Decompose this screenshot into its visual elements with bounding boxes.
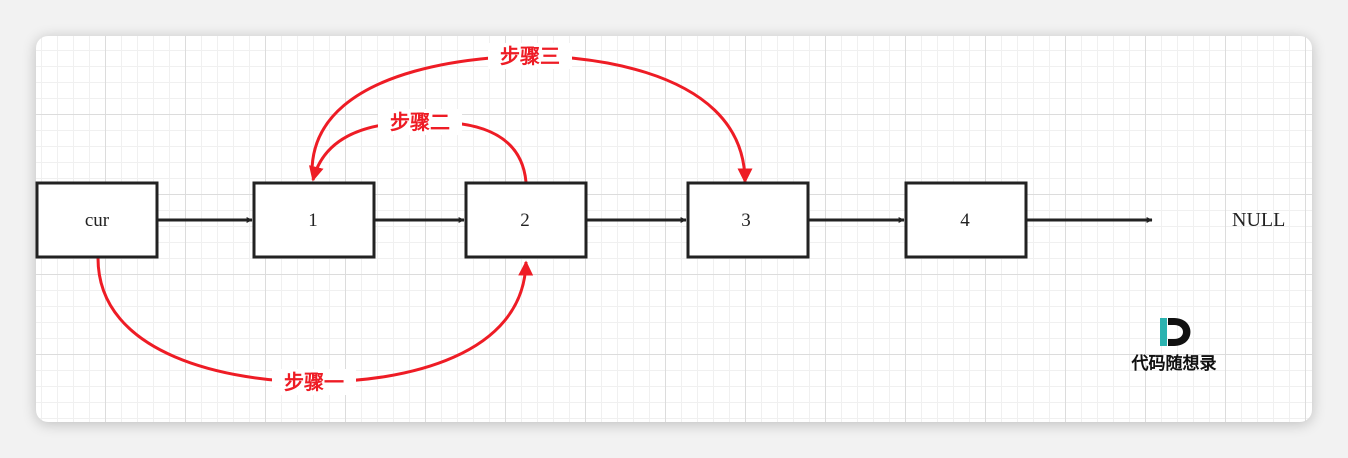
brand-d-icon	[1160, 318, 1191, 346]
step-three-label: 步骤三	[500, 44, 560, 68]
node-cur: cur	[35, 181, 159, 259]
node-4: 4	[904, 181, 1028, 259]
node-1: 1	[252, 181, 376, 259]
node-3: 3	[686, 181, 810, 259]
step-three-label-group: 步骤三	[488, 43, 572, 69]
node-1-label: 1	[308, 210, 318, 231]
null-label: NULL	[1232, 209, 1285, 231]
step-one-arrow	[96, 257, 534, 384]
brand-logo: 代码随想录	[1131, 318, 1217, 374]
step-two-label: 步骤二	[390, 110, 450, 134]
node-2-label: 2	[520, 210, 530, 231]
node-4-label: 4	[960, 210, 970, 231]
step-two-label-group: 步骤二	[378, 109, 462, 135]
node-3-label: 3	[741, 210, 751, 231]
step-three-arrow	[310, 54, 753, 184]
step-one-label: 步骤一	[284, 370, 344, 394]
step-one-label-group: 步骤一	[272, 369, 356, 395]
node-2: 2	[464, 181, 588, 259]
diagram-canvas	[36, 36, 1312, 422]
brand-logo-text: 代码随想录	[1131, 353, 1217, 374]
node-cur-label: cur	[85, 210, 110, 231]
